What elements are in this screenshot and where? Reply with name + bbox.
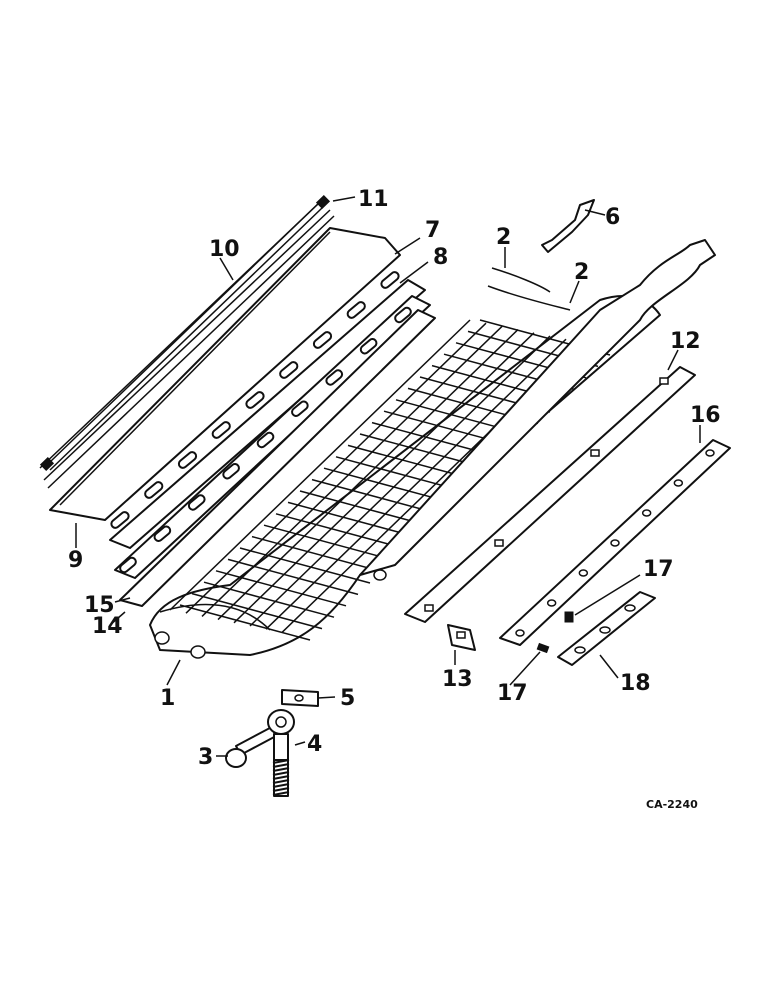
wire-part-2: [487, 267, 571, 311]
strap-part-12: [404, 366, 696, 623]
callout-labels: 11 10 7 8 2 2 6 12 16 9 15 14 17 1 5 13 …: [68, 187, 721, 811]
callout-4: 4: [307, 732, 322, 757]
side-rail: [359, 239, 716, 581]
callout-5: 5: [340, 686, 355, 711]
eye-bolt-part-4: [267, 709, 295, 797]
callout-6: 6: [605, 205, 620, 230]
callout-14: 14: [92, 614, 123, 639]
callout-17-left: 17: [497, 681, 528, 706]
bar-stack: [109, 271, 436, 607]
drawing-id: CA-2240: [646, 798, 698, 811]
bolt-part-17: [536, 611, 574, 654]
callout-17-right: 17: [643, 557, 674, 582]
callout-16: 16: [690, 403, 721, 428]
rod-assembly: [39, 194, 335, 489]
callout-18: 18: [620, 671, 651, 696]
roller-set: [110, 271, 412, 574]
callout-7: 7: [425, 218, 440, 243]
callout-1: 1: [160, 686, 175, 711]
leader-lines: [75, 196, 701, 757]
callout-15: 15: [84, 593, 115, 618]
callout-12: 12: [670, 329, 701, 354]
plate-part-18: [557, 591, 656, 666]
callout-10: 10: [209, 237, 240, 262]
clip-part-5: [281, 689, 319, 707]
slotted-bar-part-16: [499, 439, 731, 646]
callout-8: 8: [433, 245, 448, 270]
pin-part-3: [225, 726, 278, 768]
bracket-part-6: [541, 199, 595, 253]
callout-2-bottom: 2: [574, 260, 589, 285]
callout-9: 9: [68, 548, 83, 573]
callout-3: 3: [198, 745, 213, 770]
callout-11: 11: [358, 187, 389, 212]
plate-part-9: [49, 227, 401, 521]
square-plate-part-13: [447, 624, 476, 651]
callout-13: 13: [442, 667, 473, 692]
callout-2-top: 2: [496, 225, 511, 250]
